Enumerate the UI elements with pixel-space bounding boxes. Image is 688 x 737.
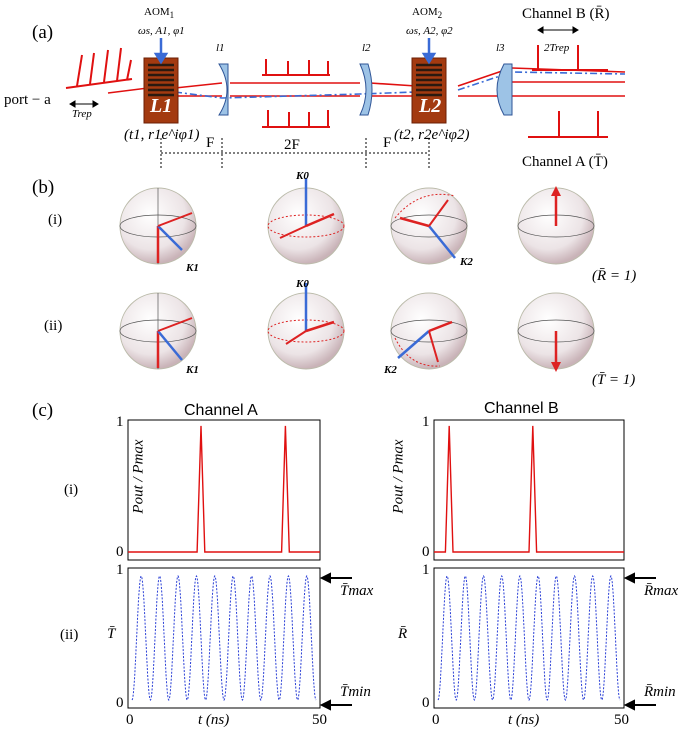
aom2-label: AOM2 [412,6,443,21]
tick-0-bot-a: 0 [116,695,124,711]
xtick-0-a: 0 [126,712,134,728]
output-pulse-b [532,45,608,71]
panel-c-row-i: (i) [64,482,79,498]
xtick-50-b: 50 [614,712,629,728]
trep-arrow [69,100,99,108]
lattice-1-coeffs: (t1, r1e^iφ1) [124,127,200,143]
tick-0-top-a: 0 [116,544,124,560]
xtick-50-a: 50 [312,712,327,728]
tick-0-bot-b: 0 [422,695,430,711]
aom1-params: ωs, A1, φ1 [138,25,185,37]
frame-bot-b [433,567,625,709]
ylabel-tbar: T̄ [107,626,116,642]
focal-mid: 2F [284,137,300,153]
lens-1-label: l1 [216,42,225,54]
sphere-ii-1 [119,292,197,370]
two-trep-label: 2Trep [544,42,570,54]
tick-1-top-b: 1 [422,414,430,430]
k1-label-ii: K1 [186,364,199,376]
tick-0-top-b: 0 [422,544,430,560]
lens-3-label: l3 [496,42,505,54]
xlabel-b: t (ns) [508,712,540,728]
panel-a-label: (a) [32,22,54,43]
xlabel-a: t (ns) [198,712,230,728]
two-trep-arrow [537,26,579,34]
lattice-2-label: L2 [419,95,442,117]
frame-top-a [127,419,321,561]
series-channel-a-pulses [128,425,320,553]
lattice-1-label: L1 [150,95,173,117]
sphere-ii-3 [390,292,468,370]
k2-label-i: K2 [460,256,473,268]
panel-b-label: (b) [32,177,55,198]
channel-b-label: Channel B (R̄) [522,6,610,22]
aom2-params: ωs, A2, φ2 [406,25,453,37]
series-tbar-oscillation [131,575,317,701]
port-label: port − a [4,92,51,108]
lens-2-label: l2 [362,42,371,54]
tick-1-bot-a: 1 [116,562,124,578]
channel-b-title: Channel B [484,400,559,417]
result-t-equals-1: (T̄ = 1) [592,372,636,388]
focal-distance-markers [160,138,430,168]
rmin-label: R̄min [644,684,676,700]
lenses [218,63,513,116]
series-rbar-oscillation [437,575,621,701]
focal-left: F [206,135,215,151]
tick-1-top-a: 1 [116,414,124,430]
panel-c-row-ii: (ii) [60,627,79,643]
panel-c-label: (c) [32,400,54,421]
series-channel-b-pulses [434,425,624,553]
mid-pulse-lower [262,110,330,128]
aom1-label: AOM1 [144,6,175,21]
frame-bot-a [127,567,321,709]
trep-label: Trep [72,108,92,120]
optical-setup-diagram [65,26,626,168]
k0-label-i: K0 [296,170,309,182]
sphere-ii-2 [267,283,345,370]
sphere-i-1 [119,187,197,265]
sphere-i-4 [517,186,595,265]
k1-label-i: K1 [186,262,199,274]
sphere-i-3 [390,187,468,265]
ylabel-rbar: R̄ [398,626,408,642]
xtick-0-b: 0 [432,712,440,728]
aom-arrows [153,38,437,65]
channel-a-label: Channel A (T̄) [522,154,608,170]
rmax-label: R̄max [644,583,679,599]
sphere-i-2 [267,178,345,265]
focal-right: F [383,135,392,151]
bloch-spheres [119,178,595,372]
tmin-label: T̄min [340,684,371,700]
frame-top-b [433,419,625,561]
lattice-2-coeffs: (t2, r2e^iφ2) [394,127,470,143]
tmax-label: T̄max [340,583,374,599]
output-pulse-a [528,111,608,138]
channel-a-title: Channel A [184,402,258,419]
input-pulse-train [65,47,133,89]
k2-label-ii: K2 [384,364,397,376]
panel-b-row-ii: (ii) [44,318,63,334]
tick-1-bot-b: 1 [422,562,430,578]
result-r-equals-1: (R̄ = 1) [592,268,637,284]
sphere-ii-4 [517,292,595,372]
k0-label-ii: K0 [296,278,309,290]
panel-b-row-i: (i) [48,212,63,228]
mid-pulse-upper [262,59,330,76]
